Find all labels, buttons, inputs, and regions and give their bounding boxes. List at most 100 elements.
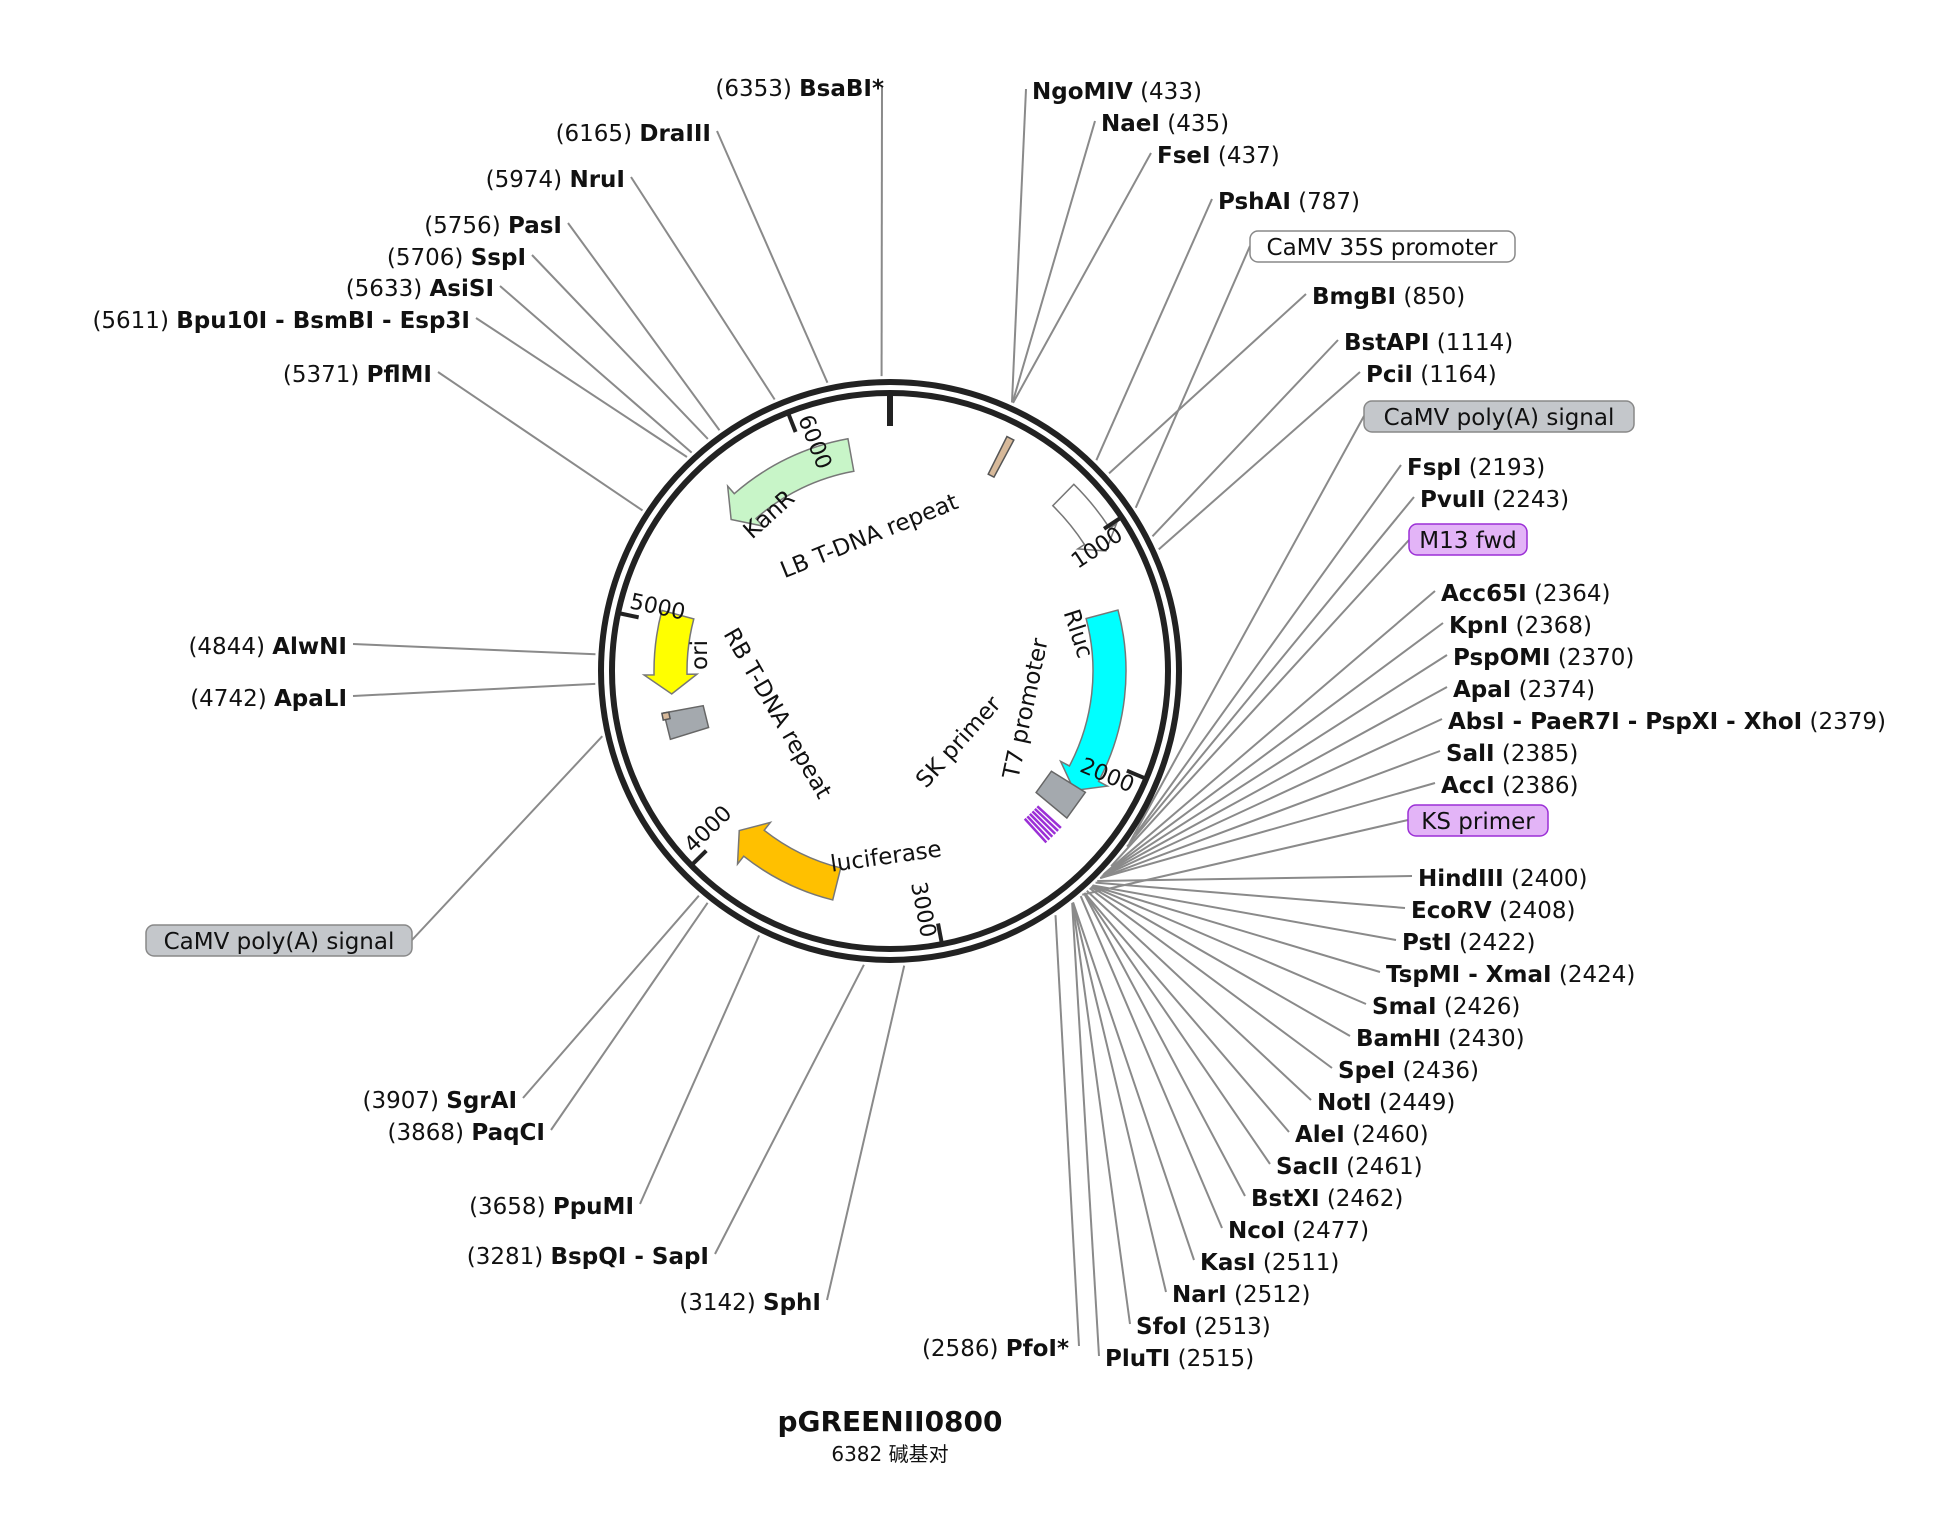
feature-label-lb-tdna: LB T-DNA repeat bbox=[777, 489, 962, 584]
site-leader-line bbox=[1151, 339, 1339, 538]
site-position: (2436) bbox=[1395, 1058, 1479, 1084]
site-position: (5633) bbox=[346, 276, 430, 302]
scale-tick-label: 4000 bbox=[680, 801, 738, 858]
site-position: (5371) bbox=[283, 362, 367, 388]
site-label: (6165) DraIII bbox=[556, 121, 711, 147]
svg-text:CaMV poly(A) signal: CaMV poly(A) signal bbox=[164, 929, 395, 955]
site-label: NarI (2512) bbox=[1172, 1282, 1310, 1308]
site-leader-line bbox=[1126, 496, 1415, 848]
scale-tick-label: 3000 bbox=[905, 880, 940, 940]
site-enzyme-name: ApaI bbox=[1453, 677, 1511, 703]
primer-stripe bbox=[1029, 813, 1054, 838]
site-position: (5706) bbox=[387, 245, 471, 271]
feature-kanr-arrow bbox=[726, 437, 855, 528]
site-label: AbsI - PaeR7I - PspXI - XhoI (2379) bbox=[1448, 709, 1886, 735]
site-enzyme-name: DraIII bbox=[639, 121, 711, 147]
site-leader-line bbox=[1090, 886, 1351, 1037]
site-position: (2477) bbox=[1285, 1218, 1369, 1244]
feature-camv-polya-left-block bbox=[662, 704, 710, 741]
site-label: FspI (2193) bbox=[1407, 455, 1545, 481]
site-position: (3907) bbox=[362, 1088, 446, 1114]
site-position: (2449) bbox=[1372, 1090, 1456, 1116]
plasmid-backbone bbox=[598, 379, 1182, 963]
site-label: BstAPI (1114) bbox=[1344, 330, 1513, 356]
feature-luciferase-arrow bbox=[736, 821, 842, 901]
site-position: (787) bbox=[1291, 189, 1360, 215]
site-label: PluTI (2515) bbox=[1105, 1346, 1254, 1372]
feature-leader-line bbox=[1128, 415, 1365, 845]
site-label: NcoI (2477) bbox=[1228, 1218, 1369, 1244]
site-leader-line bbox=[1083, 892, 1290, 1133]
site-label: KpnI (2368) bbox=[1449, 613, 1592, 639]
site-leader-line bbox=[1083, 892, 1246, 1197]
site-leader-line bbox=[1134, 464, 1402, 836]
svg-text:KS primer: KS primer bbox=[1421, 809, 1535, 835]
site-leader-line bbox=[352, 643, 596, 656]
boxed-label-m13-fwd: M13 fwd bbox=[1408, 523, 1528, 556]
svg-text:M13 fwd: M13 fwd bbox=[1419, 528, 1517, 554]
site-label: (3658) PpuMI bbox=[469, 1194, 634, 1220]
site-leader-line bbox=[1071, 902, 1100, 1357]
site-position: (4844) bbox=[188, 634, 272, 660]
site-position: (435) bbox=[1160, 111, 1229, 137]
site-leader-line bbox=[550, 902, 709, 1131]
site-enzyme-name: TspMI - XmaI bbox=[1386, 962, 1552, 988]
site-leader-line bbox=[1095, 198, 1213, 461]
feature-lb-tdna-marker bbox=[987, 435, 1015, 479]
feature-label-ori: ori bbox=[687, 640, 713, 670]
feature-leader-line bbox=[1134, 245, 1251, 509]
site-label: ApaI (2374) bbox=[1453, 677, 1595, 703]
site-enzyme-name: PspOMI bbox=[1453, 645, 1551, 671]
site-leader-line bbox=[1011, 120, 1096, 403]
site-leader-line bbox=[1071, 902, 1131, 1325]
site-position: (2386) bbox=[1495, 773, 1579, 799]
site-leader-line bbox=[1089, 887, 1333, 1069]
site-label: (5371) PflMI bbox=[283, 362, 432, 388]
site-position: (2374) bbox=[1511, 677, 1595, 703]
site-leader-line bbox=[1091, 885, 1367, 1005]
site-leader-line bbox=[1072, 902, 1195, 1261]
site-label: (2586) PfoI* bbox=[922, 1336, 1069, 1362]
scale-tick-label: 5000 bbox=[627, 589, 687, 625]
site-label: BamHI (2430) bbox=[1356, 1026, 1525, 1052]
plasmid-features bbox=[641, 435, 1127, 901]
site-enzyme-name: PasI bbox=[508, 213, 562, 239]
site-label: (4844) AlwNI bbox=[188, 634, 347, 660]
site-enzyme-name: PstI bbox=[1402, 930, 1452, 956]
site-position: (2424) bbox=[1552, 962, 1636, 988]
site-enzyme-name: BspQI - SapI bbox=[551, 1244, 709, 1270]
site-label: (5974) NruI bbox=[486, 167, 625, 193]
site-enzyme-name: BstAPI bbox=[1344, 330, 1429, 356]
site-position: (2379) bbox=[1802, 709, 1886, 735]
site-label: SalI (2385) bbox=[1446, 741, 1578, 767]
site-enzyme-name: AleI bbox=[1295, 1122, 1345, 1148]
site-enzyme-name: PshAI bbox=[1218, 189, 1291, 215]
site-label: (5756) PasI bbox=[424, 213, 562, 239]
site-position: (2400) bbox=[1504, 866, 1588, 892]
site-leader-line bbox=[630, 176, 776, 401]
site-position: (2430) bbox=[1441, 1026, 1525, 1052]
site-position: (2512) bbox=[1227, 1282, 1311, 1308]
primer-stripe bbox=[1036, 805, 1062, 829]
boxed-label-camv-polya-left: CaMV poly(A) signal bbox=[145, 924, 413, 957]
site-label: BstXI (2462) bbox=[1251, 1186, 1403, 1212]
site-enzyme-name: PpuMI bbox=[553, 1194, 634, 1220]
site-leader-line bbox=[1086, 889, 1312, 1101]
svg-text:CaMV 35S promoter: CaMV 35S promoter bbox=[1267, 235, 1498, 261]
site-position: (5974) bbox=[486, 167, 570, 193]
feature-leader-line bbox=[1110, 539, 1410, 867]
site-leader-line bbox=[1102, 686, 1448, 877]
site-leader-line bbox=[475, 317, 688, 458]
site-leader-line bbox=[716, 130, 829, 384]
site-leader-line bbox=[437, 371, 644, 512]
site-enzyme-name: EcoRV bbox=[1411, 898, 1492, 924]
site-position: (2511) bbox=[1256, 1250, 1340, 1276]
site-position: (2460) bbox=[1345, 1122, 1429, 1148]
site-enzyme-name: NruI bbox=[569, 167, 625, 193]
site-position: (4742) bbox=[190, 686, 274, 712]
site-label: SpeI (2436) bbox=[1338, 1058, 1479, 1084]
site-position: (1164) bbox=[1413, 362, 1497, 388]
site-label: SmaI (2426) bbox=[1372, 994, 1520, 1020]
site-enzyme-name: AccI bbox=[1441, 773, 1495, 799]
